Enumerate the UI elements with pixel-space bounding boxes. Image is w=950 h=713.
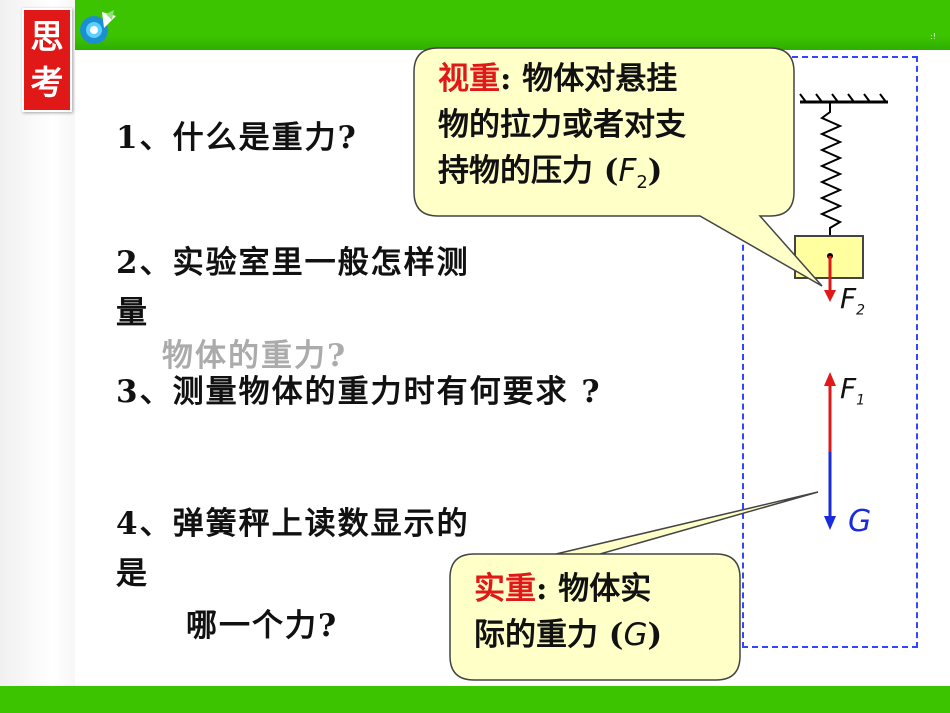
f2-label: F2 [840, 282, 866, 319]
badge-char-2: 考 [30, 63, 64, 102]
actual-weight-term: 实重 [474, 571, 536, 607]
logo-icon [72, 6, 120, 46]
question-4-cont: 是 [116, 556, 149, 592]
question-2-cont: 量 [116, 295, 149, 331]
spring [819, 102, 843, 240]
actual-weight-callout-bubble [449, 491, 819, 681]
badge-char-1: 思 [30, 17, 64, 56]
g-label: G [848, 504, 872, 539]
apparent-weight-callout-bubble [413, 47, 823, 287]
question-4: 4、弹簧秤上读数显示的 [116, 506, 470, 542]
question-4-cont-2: 哪一个力? [186, 608, 339, 644]
question-2: 2、实验室里一般怎样测 [116, 245, 470, 281]
bottom-banner [0, 686, 950, 713]
think-badge: 思 考 [22, 8, 72, 112]
question-1: 1、什么是重力? [116, 120, 358, 156]
apparent-weight-term: 视重 [438, 61, 500, 97]
apparent-weight-callout: 视重: 物体对悬挂 物的拉力或者对支 持物的压力 (F2) [438, 61, 686, 194]
actual-weight-callout: 实重: 物体实 际的重力 (G) [474, 571, 663, 653]
f1-arrowhead [824, 372, 836, 386]
f1-label: F1 [840, 372, 866, 409]
question-2-cont-2: 物体的重力? [162, 338, 348, 374]
experiment-frame [742, 56, 918, 648]
f2-arrowhead [824, 290, 836, 302]
g-arrowhead [824, 516, 836, 530]
ceiling-hatch [799, 93, 887, 103]
question-3: 3、测量物体的重力时有何要求 ? [116, 374, 602, 410]
left-sidebar [0, 0, 75, 713]
top-banner [0, 0, 950, 50]
corner-mark: :! [930, 32, 936, 41]
